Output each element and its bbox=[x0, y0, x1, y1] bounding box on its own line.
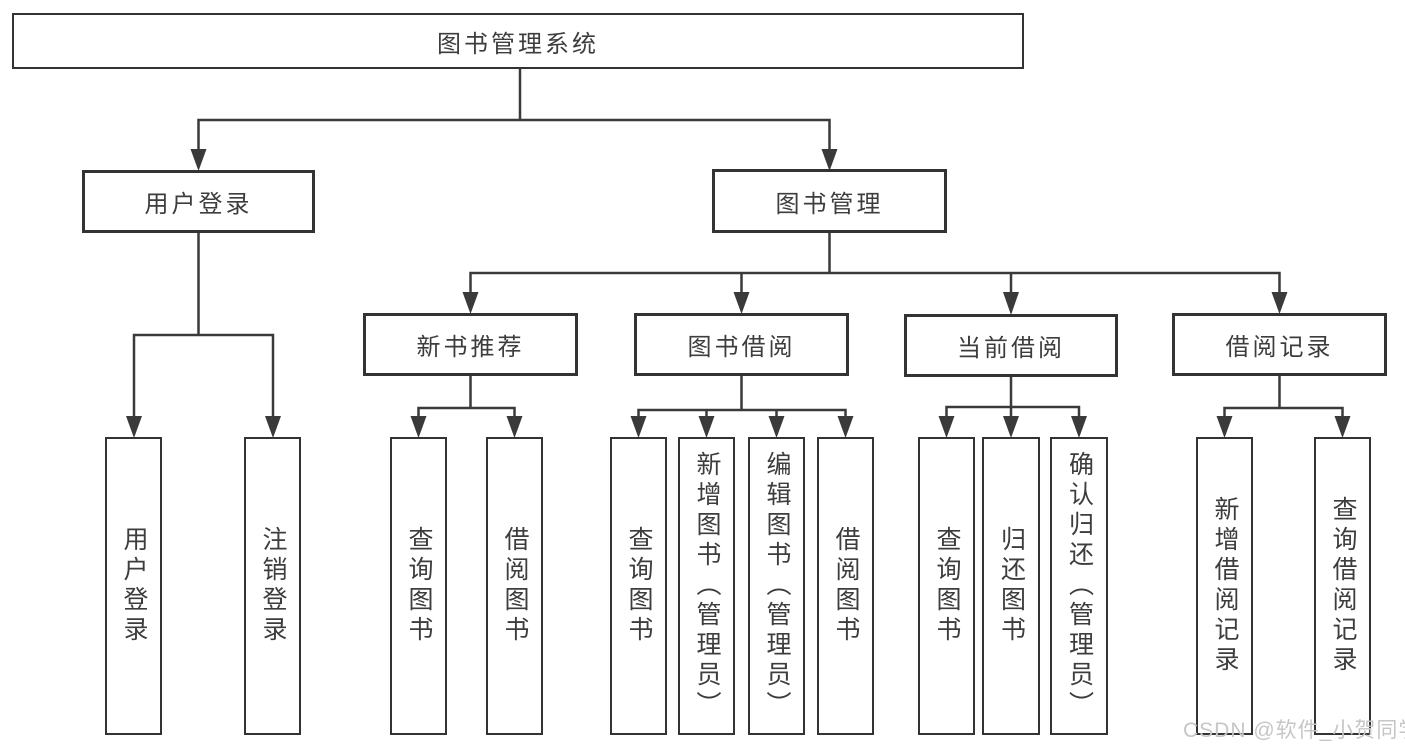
connector-book-management-to-level3 bbox=[469, 231, 1281, 296]
node-new-book-recommend: 新书推荐 bbox=[363, 313, 578, 376]
arrowhead-icon bbox=[1216, 416, 1233, 438]
arrowhead-icon bbox=[733, 292, 750, 314]
node-book-borrowing: 图书借阅 bbox=[634, 313, 849, 376]
arrowhead-icon bbox=[1334, 416, 1351, 438]
arrowhead-icon bbox=[698, 416, 715, 438]
node-label: 编辑图书（管理员） bbox=[763, 451, 791, 721]
node-label: 用户登录 bbox=[144, 191, 253, 218]
arrowhead-icon bbox=[821, 149, 838, 171]
node-borrowing-records: 借阅记录 bbox=[1172, 313, 1387, 376]
connector-book-borrowing-to-leaves bbox=[637, 374, 847, 420]
arrowhead-icon bbox=[630, 416, 647, 438]
node-label: 图书管理 bbox=[775, 190, 884, 218]
connector-user-login-to-leaves bbox=[132, 231, 275, 420]
node-label: 新增借阅记录 bbox=[1211, 496, 1239, 676]
leaf-query-books-borrowing: 查询图书 bbox=[610, 437, 667, 735]
node-label: 确认归还（管理员） bbox=[1065, 451, 1094, 721]
node-label: 查询图书 bbox=[405, 526, 433, 646]
node-label: 查询借阅记录 bbox=[1329, 496, 1357, 676]
arrowhead-icon bbox=[768, 416, 785, 438]
node-label: 借阅图书 bbox=[501, 526, 529, 646]
arrowhead-icon bbox=[938, 416, 955, 438]
node-label: 借阅记录 bbox=[1225, 334, 1334, 361]
arrowhead-icon bbox=[837, 416, 854, 438]
leaf-user-login: 用户登录 bbox=[105, 437, 162, 735]
leaf-query-borrow-record: 查询借阅记录 bbox=[1314, 437, 1371, 735]
node-label: 查询图书 bbox=[625, 526, 653, 646]
node-current-borrowing: 当前借阅 bbox=[904, 314, 1118, 377]
node-label: 当前借阅 bbox=[957, 335, 1065, 362]
arrowhead-icon bbox=[1271, 292, 1288, 314]
connector-borrowing-records-to-leaves bbox=[1223, 374, 1344, 420]
node-label: 新书推荐 bbox=[416, 334, 525, 361]
node-label: 归还图书 bbox=[997, 526, 1026, 646]
connector-root-to-level2 bbox=[197, 67, 831, 153]
node-label: 注销登录 bbox=[259, 526, 287, 646]
node-label: 查询图书 bbox=[933, 526, 961, 646]
arrowhead-icon bbox=[410, 416, 427, 438]
leaf-logout-login: 注销登录 bbox=[244, 437, 301, 735]
leaf-add-books-admin: 新增图书（管理员） bbox=[678, 437, 735, 735]
arrowhead-icon bbox=[126, 416, 142, 438]
arrowhead-icon bbox=[265, 416, 281, 438]
leaf-borrow-books-recommend: 借阅图书 bbox=[486, 437, 543, 735]
node-label: 新增图书（管理员） bbox=[693, 451, 721, 721]
connector-new-book-recommend-to-leaves bbox=[417, 374, 516, 420]
leaf-return-books: 归还图书 bbox=[982, 437, 1040, 735]
node-book-management: 图书管理 bbox=[712, 169, 947, 233]
node-user-login: 用户登录 bbox=[82, 170, 315, 233]
arrowhead-icon bbox=[190, 149, 207, 171]
leaf-edit-books-admin: 编辑图书（管理员） bbox=[748, 437, 805, 735]
csdn-watermark: CSDN @软件_小贺同学 bbox=[1183, 719, 1405, 742]
node-library-management-system: 图书管理系统 bbox=[12, 13, 1024, 69]
arrowhead-icon bbox=[1003, 416, 1019, 438]
leaf-borrow-books-borrowing: 借阅图书 bbox=[817, 437, 874, 735]
arrowhead-icon bbox=[1071, 416, 1087, 438]
node-label: 图书借阅 bbox=[687, 334, 796, 361]
arrowhead-icon bbox=[1003, 292, 1019, 315]
connector-current-borrowing-to-leaves bbox=[945, 375, 1081, 420]
leaf-confirm-return-admin: 确认归还（管理员） bbox=[1050, 437, 1108, 735]
arrowhead-icon bbox=[462, 292, 479, 314]
leaf-query-books-current: 查询图书 bbox=[918, 437, 975, 735]
leaf-add-borrow-record: 新增借阅记录 bbox=[1196, 437, 1253, 735]
node-label: 借阅图书 bbox=[832, 526, 860, 646]
node-label: 图书管理系统 bbox=[437, 30, 599, 58]
arrowhead-icon bbox=[506, 416, 523, 438]
node-label: 用户登录 bbox=[120, 526, 148, 646]
leaf-query-books-recommend: 查询图书 bbox=[390, 437, 447, 735]
